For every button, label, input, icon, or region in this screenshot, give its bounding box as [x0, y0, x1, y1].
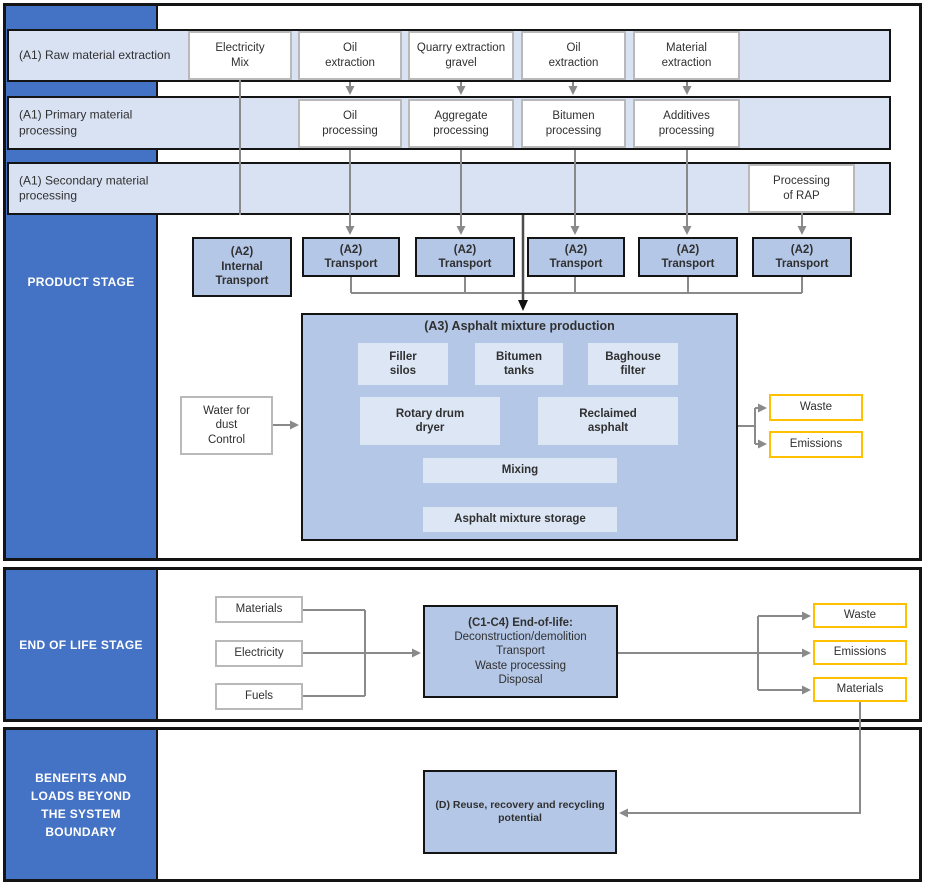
box-asphalt-mixture-storage: Asphalt mixture storage: [423, 507, 617, 532]
box-mixing: Mixing: [423, 458, 617, 483]
box-water-for-dust-control: Water for dust Control: [180, 396, 273, 455]
box-filler-silos: Filler silos: [358, 343, 448, 385]
box-bitumen-processing: Bitumen processing: [521, 99, 626, 148]
box-a2-transport-5: (A2) Transport: [752, 237, 852, 277]
box-rotary-drum-dryer: Rotary drum dryer: [360, 397, 500, 445]
box-materials-eol: Materials: [813, 677, 907, 702]
box-processing-of-rap: Processing of RAP: [748, 164, 855, 213]
c-box-title: (C1-C4) End-of-life:: [468, 616, 573, 629]
a3-title: (A3) Asphalt mixture production: [424, 319, 615, 333]
sidebar-end-of-life: END OF LIFE STAGE: [6, 570, 158, 719]
product-stage-label: PRODUCT STAGE: [27, 275, 135, 289]
box-additives-processing: Additives processing: [633, 99, 740, 148]
band-secondary-processing: (A1) Secondary material processing: [7, 162, 891, 215]
box-c1-c4-end-of-life: (C1-C4) End-of-life: Deconstruction/demo…: [423, 605, 618, 698]
box-reclaimed-asphalt: Reclaimed asphalt: [538, 397, 678, 445]
box-fuels-input: Fuels: [215, 683, 303, 710]
benefits-label: BENEFITS AND LOADS BEYOND THE SYSTEM BOU…: [30, 770, 132, 839]
box-d-reuse-recovery-recycling: (D) Reuse, recovery and recycling potent…: [423, 770, 617, 854]
band-primary-label: (A1) Primary material processing: [19, 107, 133, 137]
box-material-extraction: Material extraction: [633, 31, 740, 80]
box-oil-extraction-2: Oil extraction: [521, 31, 626, 80]
box-a2-transport-1: (A2) Transport: [302, 237, 400, 277]
sidebar-benefits: BENEFITS AND LOADS BEYOND THE SYSTEM BOU…: [6, 730, 158, 879]
box-electricity-mix: Electricity Mix: [188, 31, 292, 80]
box-electricity-input: Electricity: [215, 640, 303, 667]
box-waste-eol: Waste: [813, 603, 907, 628]
end-of-life-label: END OF LIFE STAGE: [19, 637, 143, 652]
box-a2-transport-3: (A2) Transport: [527, 237, 625, 277]
box-a2-transport-2: (A2) Transport: [415, 237, 515, 277]
box-bitumen-tanks: Bitumen tanks: [475, 343, 563, 385]
box-waste-product-stage: Waste: [769, 394, 863, 421]
c-box-lines: Deconstruction/demolition Transport Wast…: [454, 630, 587, 687]
box-materials-input: Materials: [215, 596, 303, 623]
box-baghouse-filter: Baghouse filter: [588, 343, 678, 385]
box-oil-processing: Oil processing: [298, 99, 402, 148]
sidebar-product-stage: PRODUCT STAGE: [6, 6, 158, 558]
band-secondary-label: (A1) Secondary material processing: [19, 172, 149, 203]
band-raw-label: (A1) Raw material extraction: [19, 47, 171, 62]
box-oil-extraction-1: Oil extraction: [298, 31, 402, 80]
box-emissions-eol: Emissions: [813, 640, 907, 665]
box-a2-internal-transport: (A2) Internal Transport: [192, 237, 292, 297]
box-aggregate-processing: Aggregate processing: [408, 99, 514, 148]
box-quarry-extraction-gravel: Quarry extraction gravel: [408, 31, 514, 80]
box-a2-transport-4: (A2) Transport: [638, 237, 738, 277]
box-emissions-product-stage: Emissions: [769, 431, 863, 458]
